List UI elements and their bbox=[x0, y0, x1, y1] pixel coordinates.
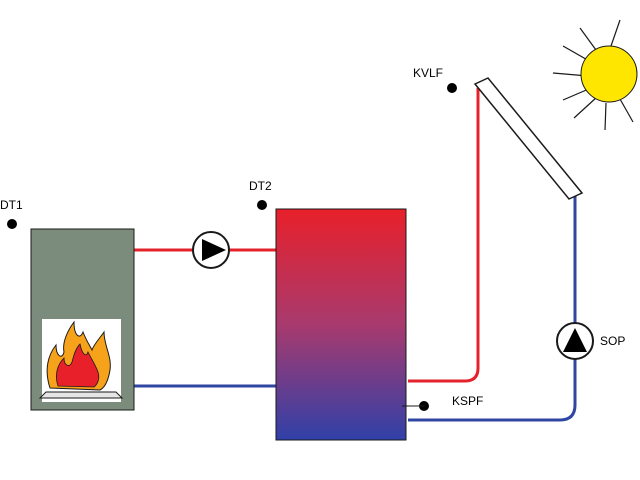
sensor-dot-icon bbox=[257, 200, 267, 210]
sensor-dot-icon bbox=[7, 219, 17, 229]
label-dt2: DT2 bbox=[249, 179, 272, 193]
solar-pump-icon bbox=[556, 322, 594, 360]
sensor-dot-icon bbox=[447, 83, 457, 93]
collector-flow-pipe bbox=[408, 88, 480, 383]
fire-icon bbox=[38, 320, 124, 399]
boiler-pump-icon bbox=[192, 231, 230, 269]
label-dt1: DT1 bbox=[0, 198, 23, 212]
sun-icon bbox=[552, 19, 638, 131]
storage-tank-icon bbox=[275, 208, 407, 441]
solar-collector-icon bbox=[473, 77, 584, 200]
label-kspf: KSPF bbox=[452, 394, 483, 408]
wood-boiler-icon bbox=[30, 228, 135, 411]
collector-return-pipe bbox=[408, 196, 577, 422]
label-sop: SOP bbox=[600, 334, 625, 348]
label-kvlf: KVLF bbox=[413, 66, 443, 80]
